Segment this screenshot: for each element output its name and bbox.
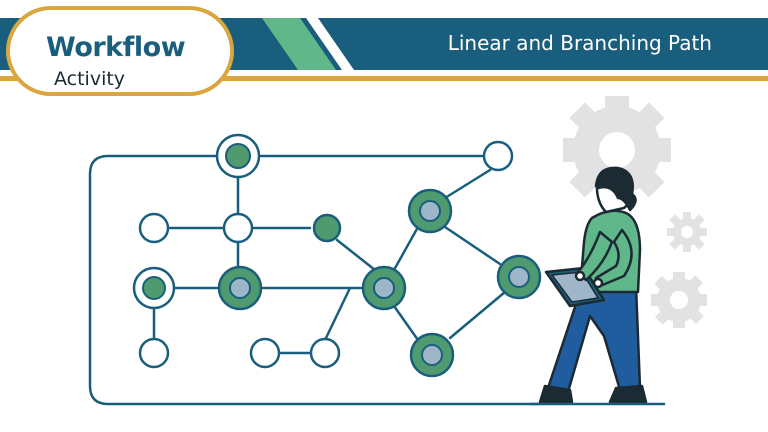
workflow-node-1 bbox=[215, 133, 261, 179]
edge-n13-n14 bbox=[448, 290, 507, 340]
workflow-node-14 bbox=[496, 254, 542, 300]
outer-loop-line bbox=[88, 154, 540, 406]
edge-n11-n12 bbox=[392, 225, 420, 272]
person-shoes bbox=[538, 384, 648, 404]
edge-n12-n4 bbox=[443, 168, 492, 200]
edge-n11-n10 bbox=[324, 286, 352, 340]
workflow-node-5 bbox=[312, 213, 342, 243]
workflow-node-11 bbox=[361, 265, 407, 311]
banner-stripe-white bbox=[306, 18, 354, 70]
gear-icon-medium bbox=[667, 212, 707, 252]
person-arms bbox=[574, 228, 633, 289]
workflow-node-13 bbox=[409, 332, 455, 378]
title-badge: Workflow Activity bbox=[6, 6, 234, 96]
title-sub: Activity bbox=[54, 68, 126, 90]
banner-stripe-green bbox=[262, 18, 336, 70]
person-head bbox=[594, 166, 637, 214]
workflow-node-8 bbox=[138, 337, 170, 369]
gear-icon-large bbox=[563, 96, 671, 204]
workflow-node-12 bbox=[407, 188, 453, 234]
gear-icon-small bbox=[651, 272, 707, 328]
edge-n11-n13 bbox=[392, 304, 420, 342]
person-with-tablet-illustration bbox=[538, 166, 648, 404]
workflow-node-3 bbox=[222, 212, 254, 244]
edge-n12-n14 bbox=[443, 225, 502, 266]
workflow-node-9 bbox=[249, 337, 281, 369]
banner-subtitle: Linear and Branching Path bbox=[447, 31, 712, 55]
workflow-node-2 bbox=[138, 212, 170, 244]
workflow-nodes bbox=[132, 133, 542, 378]
workflow-node-6 bbox=[132, 266, 176, 310]
workflow-node-4 bbox=[482, 140, 514, 172]
workflow-node-7 bbox=[217, 265, 263, 311]
workflow-node-10 bbox=[309, 337, 341, 369]
header-gold-rule bbox=[0, 76, 768, 81]
title-main: Workflow bbox=[46, 32, 186, 63]
edge-n5-n11 bbox=[335, 238, 377, 272]
